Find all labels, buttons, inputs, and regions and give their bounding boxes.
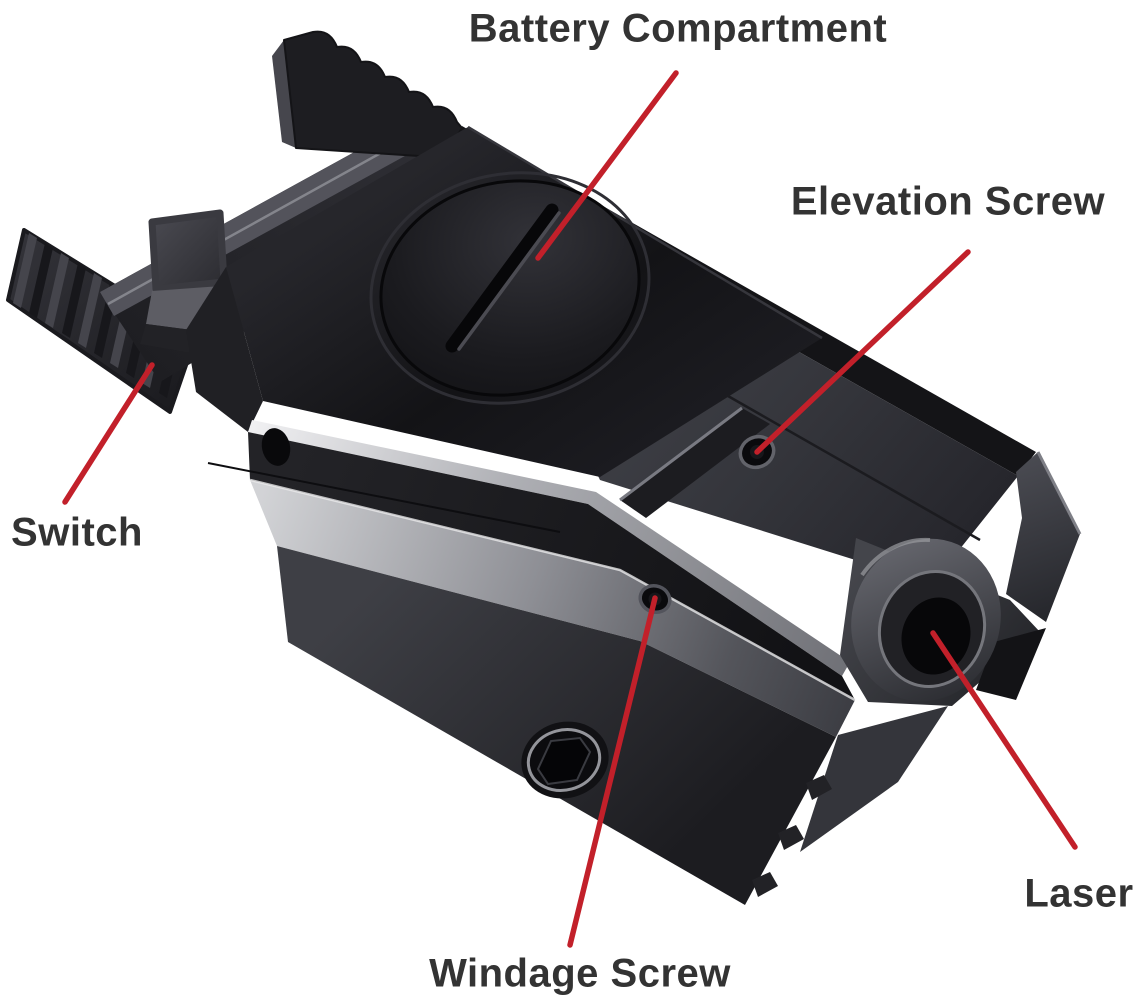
rail-teeth (752, 775, 832, 897)
hex-mounting-bolt (521, 721, 609, 799)
battery-compartment-cap (369, 171, 651, 405)
label-windage-screw: Windage Screw (429, 951, 731, 996)
elevation-annotation-line (754, 249, 971, 455)
laser-aperture (851, 537, 1001, 702)
mount-base (277, 546, 948, 905)
annotation-lines (62, 70, 1078, 948)
label-laser: Laser (1024, 871, 1134, 916)
left-side-wedge (186, 267, 263, 432)
serrated-rail-plate (272, 30, 473, 159)
battery-top-face (226, 125, 823, 477)
label-switch: Switch (11, 510, 143, 555)
side-hole (261, 428, 291, 466)
label-elevation-screw: Elevation Screw (790, 179, 1106, 224)
upper-body-side-face (207, 428, 855, 700)
switch-annotation-line (62, 362, 155, 505)
battery-annotation-line (535, 70, 679, 261)
recoil-groove (619, 406, 770, 518)
laser-annotation-line (930, 630, 1078, 850)
laser-end-cap (840, 537, 1046, 706)
windage-annotation-line (567, 595, 658, 948)
right-rail-wing (1006, 451, 1082, 622)
battery-cap-slot (445, 203, 561, 353)
label-battery-compartment: Battery Compartment (468, 6, 888, 51)
